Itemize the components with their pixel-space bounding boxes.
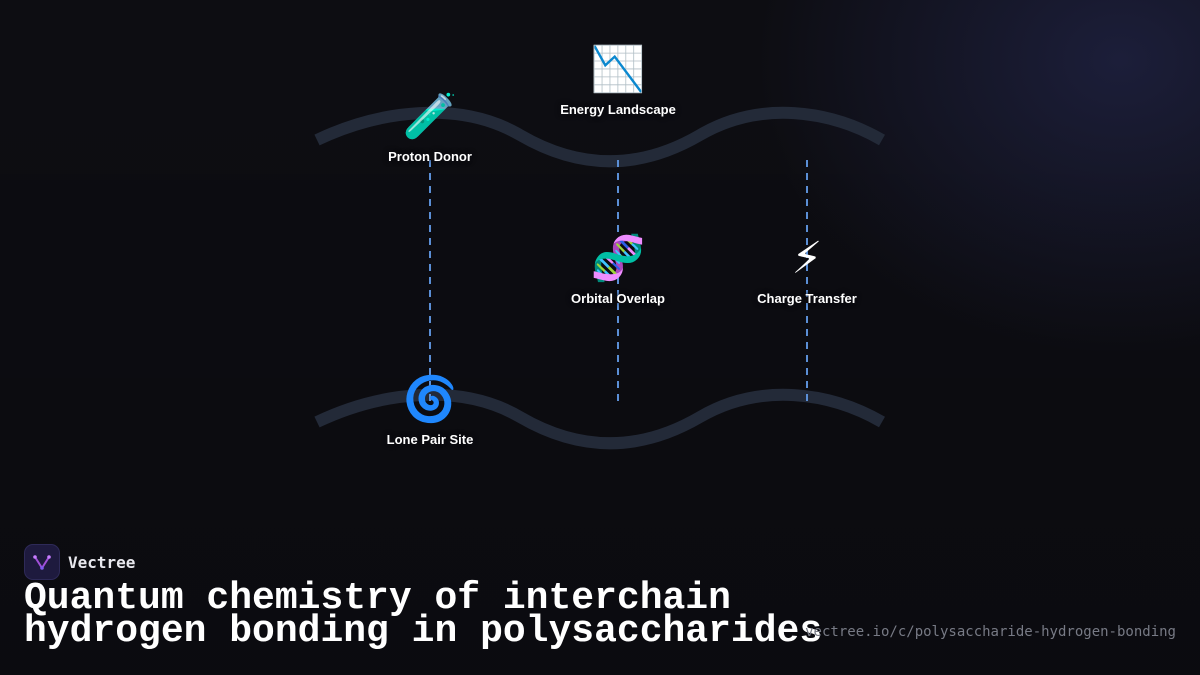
bottom-polysaccharide-chain [314, 388, 885, 450]
node-label: Orbital Overlap [571, 291, 665, 306]
cyclone-icon: 🌀 [402, 374, 458, 425]
top-polysaccharide-chain [314, 106, 885, 168]
title-line-2: hydrogen bonding in polysaccharides [24, 610, 823, 653]
page-title: Quantum chemistry of interchain hydrogen… [24, 577, 823, 653]
node-proton-donor: 🧪 Proton Donor [388, 89, 472, 164]
test-tube-icon: 🧪 [402, 91, 458, 142]
lightning-icon: ⚡ [791, 233, 823, 284]
vectree-logo-icon [24, 544, 60, 580]
node-orbital-overlap: 🧬 Orbital Overlap [571, 231, 665, 306]
node-label: Proton Donor [388, 149, 472, 164]
node-charge-transfer: ⚡ Charge Transfer [757, 231, 857, 306]
chart-decreasing-icon: 📉 [590, 44, 646, 95]
node-label: Energy Landscape [560, 102, 676, 117]
node-label: Charge Transfer [757, 291, 857, 306]
node-label: Lone Pair Site [386, 432, 474, 447]
brand: Vectree [24, 544, 135, 580]
dna-icon: 🧬 [590, 233, 646, 284]
title-line-1: Quantum chemistry of interchain [24, 577, 731, 620]
brand-name: Vectree [68, 552, 136, 572]
source-url[interactable]: vectree.io/c/polysaccharide-hydrogen-bon… [805, 624, 1176, 640]
node-lone-pair-site: 🌀 Lone Pair Site [387, 372, 474, 447]
node-energy-landscape: 📉 Energy Landscape [560, 42, 676, 117]
